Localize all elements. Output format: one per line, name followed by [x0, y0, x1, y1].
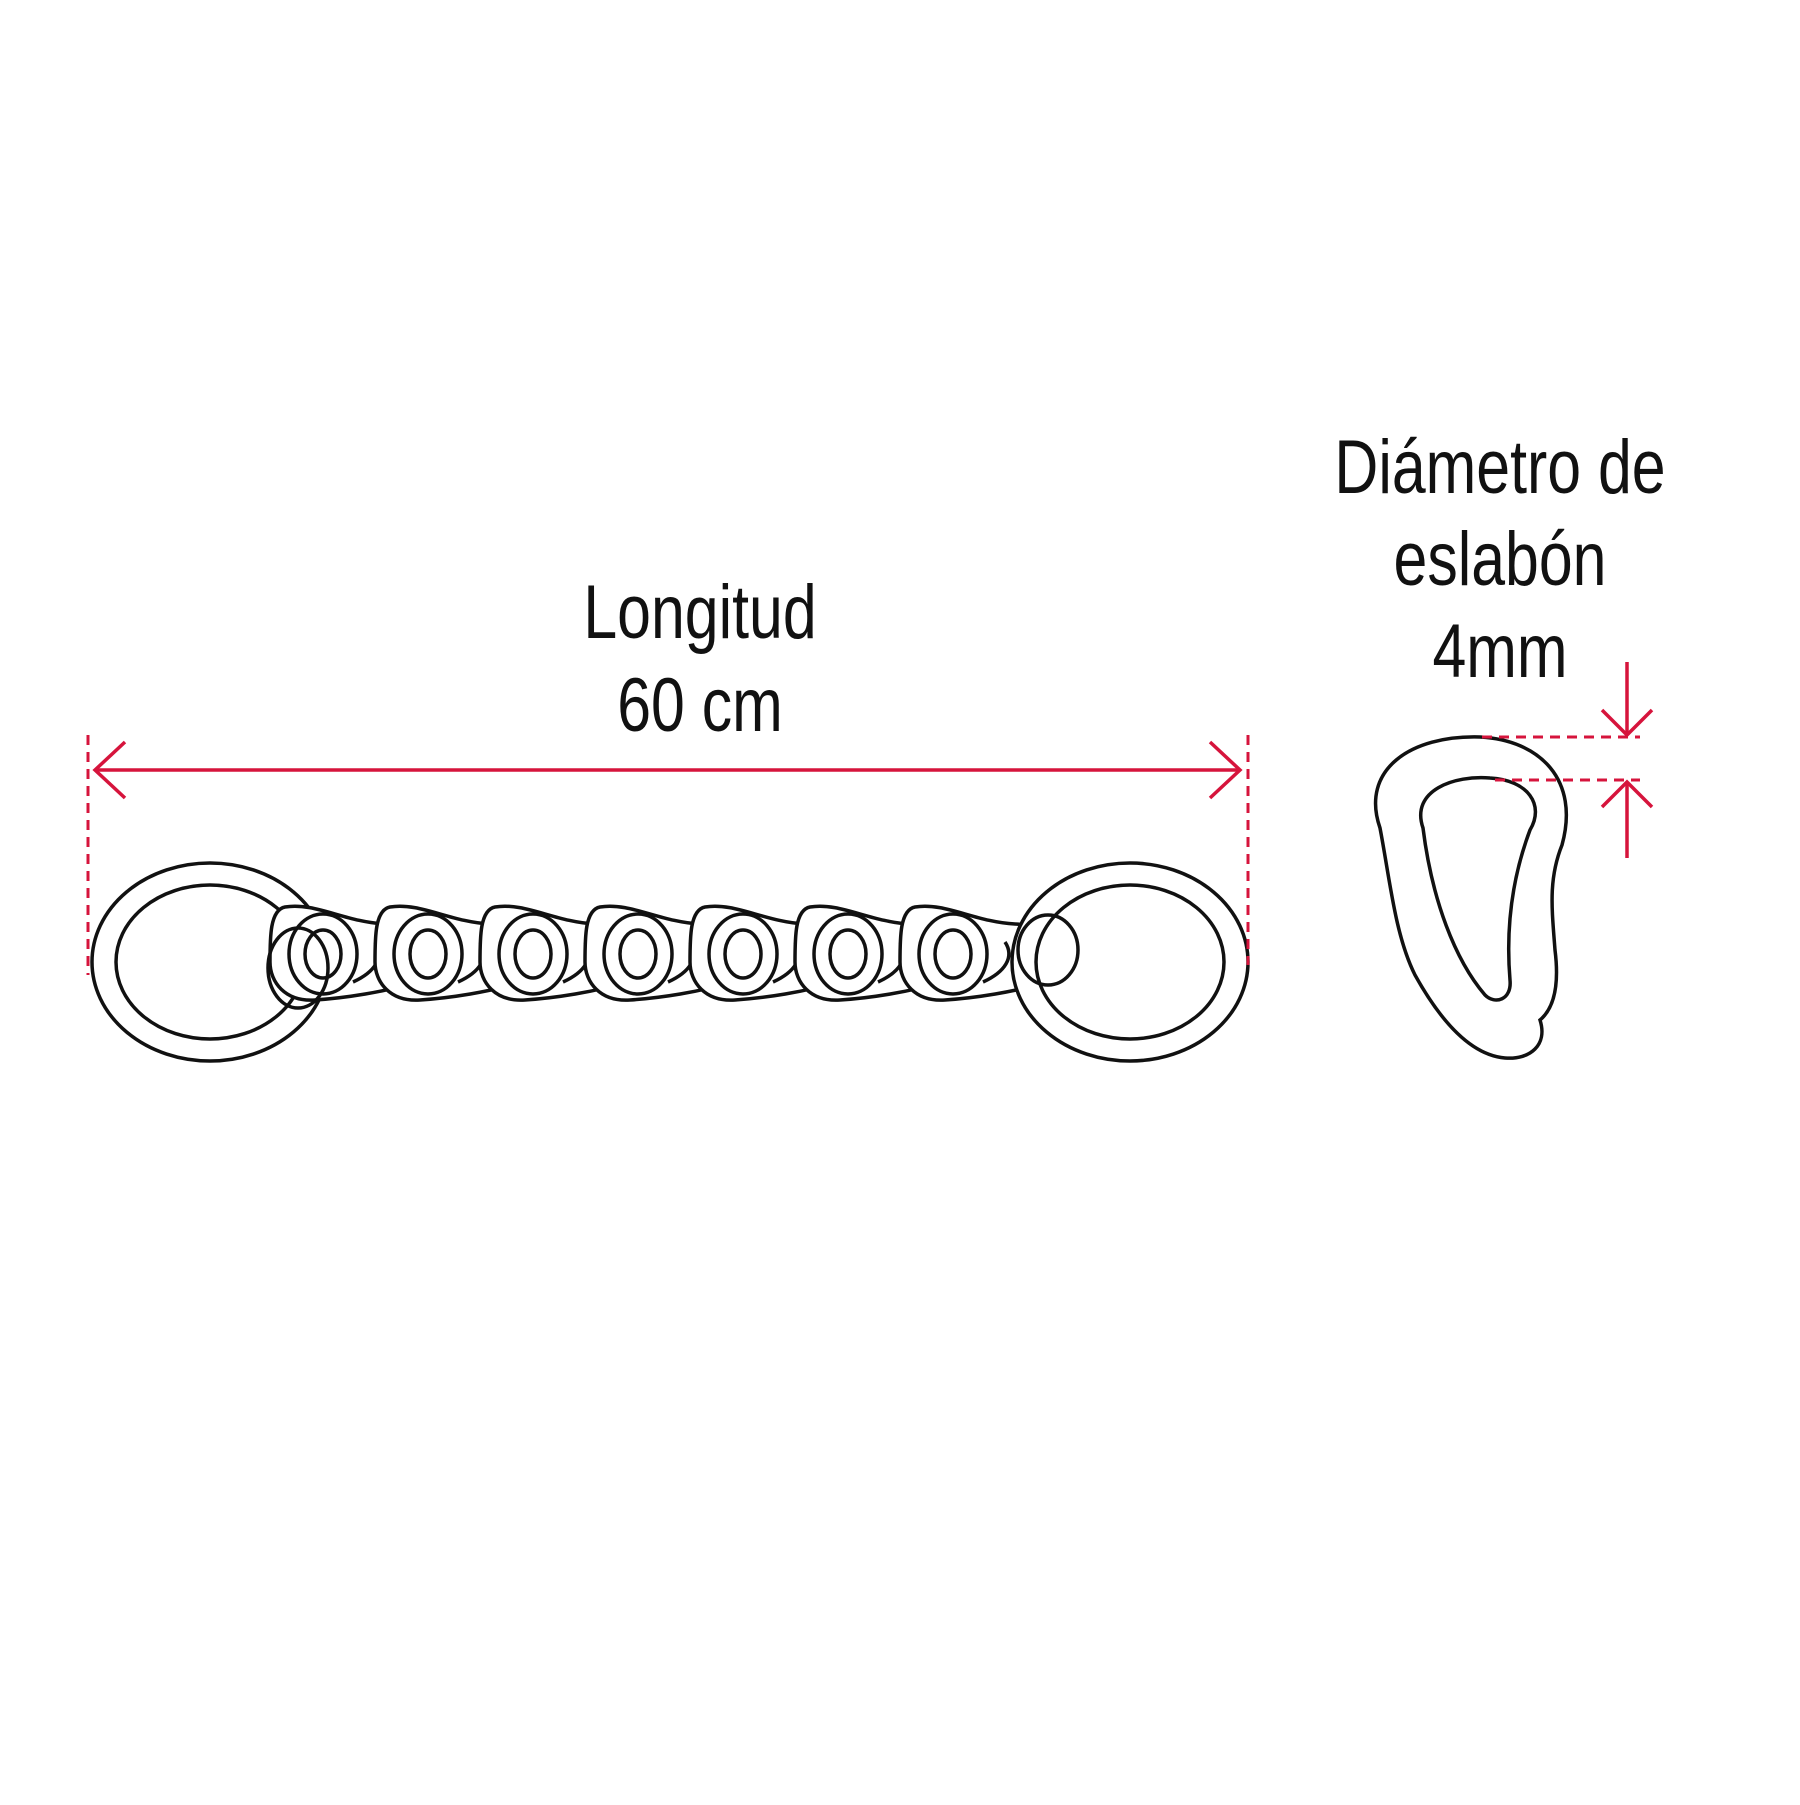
link-inner-outline — [1419, 775, 1537, 1002]
chain-link-twist — [982, 941, 1011, 984]
chain-link — [898, 904, 1049, 1002]
diameter-title-line1: Diámetro de — [1334, 425, 1666, 510]
connector-ring — [1016, 913, 1080, 987]
end-ring-right-inner — [1034, 883, 1226, 1041]
connector-ring-left — [266, 926, 330, 1010]
diameter-arrow-bottom — [1600, 779, 1654, 809]
chain-link-loop-inner — [828, 928, 868, 980]
length-value: 60 cm — [617, 663, 783, 748]
chain-link-loop-inner — [513, 928, 553, 980]
chain-link-loop-outer — [707, 912, 779, 996]
chain-link-loop-outer — [287, 912, 359, 996]
chain — [90, 861, 1250, 1063]
chain-link-loop-inner — [933, 928, 973, 980]
diameter-value: 4mm — [1432, 609, 1568, 694]
length-arrow-left — [92, 740, 127, 800]
diameter-title-line2: eslabón — [1393, 517, 1607, 602]
chain-link-loop-inner — [618, 928, 658, 980]
dimension-markers — [86, 662, 1654, 975]
chain-link-loop-outer — [917, 912, 989, 996]
chain-link-body — [898, 904, 1049, 1002]
diameter-arrow-top — [1600, 708, 1654, 738]
chain-link-loop-outer — [497, 912, 569, 996]
single-link-detail — [1373, 735, 1569, 1060]
chain-link-loop-outer — [812, 912, 884, 996]
chain-link-loop-inner — [408, 928, 448, 980]
chain-link-loop-outer — [392, 912, 464, 996]
length-arrow-right — [1208, 740, 1243, 800]
chain-link-loop-inner — [723, 928, 763, 980]
chain-link-loop-outer — [602, 912, 674, 996]
chain-link-loop-inner — [303, 928, 343, 980]
length-title: Longitud — [583, 570, 817, 655]
